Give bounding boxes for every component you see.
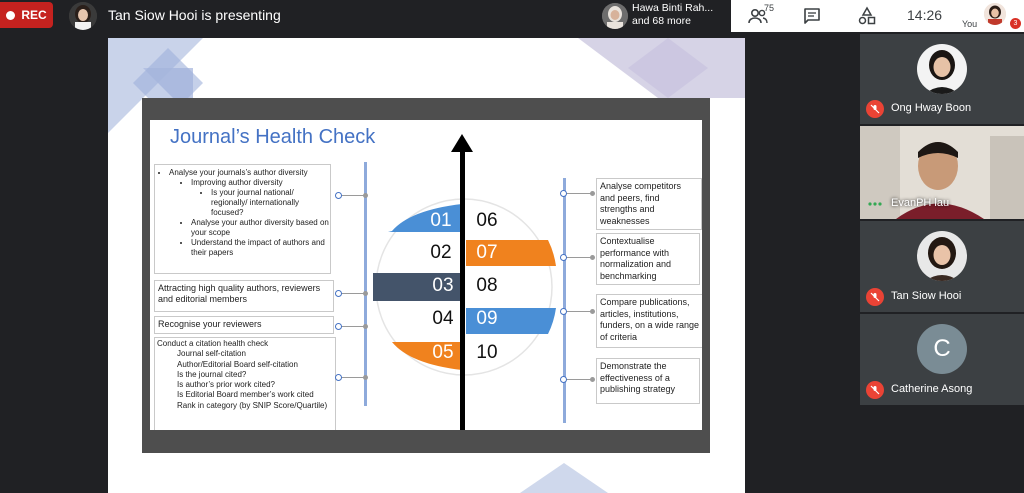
right-box-demonstrate: Demonstrate the effectiveness of a publi… <box>596 358 700 404</box>
rec-label: REC <box>21 8 47 22</box>
connector-dot <box>335 192 342 199</box>
participant-tile[interactable]: C Catherine Asong <box>860 314 1024 405</box>
participant-avatar <box>917 44 967 94</box>
participants-preview-text: Hawa Binti Rah... and 68 more <box>632 2 713 28</box>
you-label: You <box>962 19 978 29</box>
left-box-author-diversity: Analyse your journals’s author diversity… <box>154 164 331 274</box>
slide-content: Journal’s Health Check Analyse your jour… <box>150 120 702 430</box>
right-box-compare: Compare publications, articles, institut… <box>596 294 702 348</box>
presenter-avatar <box>69 2 97 30</box>
slide-title: Journal’s Health Check <box>170 126 376 148</box>
bullet-analyse-diversity: Analyse your journals’s author diversity <box>169 168 330 178</box>
participant-preview-avatar <box>602 3 628 29</box>
number-04: 04 <box>432 308 454 329</box>
self-avatar[interactable] <box>984 3 1006 25</box>
connector-end <box>590 191 595 196</box>
bullet-improving-diversity: Improving author diversity <box>191 178 330 188</box>
right-box-contextualise: Contextualise performance with normaliza… <box>596 233 700 285</box>
participant-video <box>860 126 1024 219</box>
mic-off-icon <box>866 100 884 118</box>
connector-dot <box>335 323 342 330</box>
connector <box>564 193 594 194</box>
participant-count: 75 <box>764 3 775 13</box>
bullet-analyse-scope: Analyse your author diversity based on y… <box>191 218 330 238</box>
connector-end <box>363 193 368 198</box>
center-timeline <box>460 150 465 430</box>
connector-dot <box>560 308 567 315</box>
number-08: 08 <box>476 275 498 296</box>
citation-line: Journal self-citation <box>177 349 246 359</box>
number-07: 07 <box>476 242 498 263</box>
participant-name: Ong Hway Boon <box>891 102 972 114</box>
participant-initial-avatar: C <box>917 324 967 374</box>
participant-sidebar: Ong Hway Boon EvanPH lau T <box>860 34 1024 493</box>
participant-preview-name: Hawa Binti Rah... <box>632 2 714 14</box>
participant-name: Catherine Asong <box>891 383 973 395</box>
connector-dot <box>560 254 567 261</box>
connector <box>338 326 366 327</box>
citation-line: Author/Editorial Board self-citation <box>177 359 298 369</box>
presenting-status: Tan Siow Hooi is presenting <box>108 7 281 23</box>
connector-dot <box>335 290 342 297</box>
participant-preview-more: and 68 more <box>632 15 691 27</box>
connector <box>338 377 366 378</box>
bullet-understand-impact: Understand the impact of authors and the… <box>191 238 330 258</box>
left-timeline-line <box>364 162 367 406</box>
citation-line: Is the journal cited? <box>177 369 247 379</box>
connector <box>564 311 594 312</box>
connector-dot <box>560 190 567 197</box>
citation-line: Is Editorial Board member’s work cited <box>177 390 314 400</box>
participant-name: EvanPH lau <box>891 197 950 209</box>
mic-off-icon <box>866 381 884 399</box>
participant-name: Tan Siow Hooi <box>891 290 962 302</box>
bullet-journal-focus: Is your journal national/ regionally/ in… <box>211 188 330 218</box>
connector-dot <box>335 374 342 381</box>
citation-line: Is author’s prior work cited? <box>177 380 275 390</box>
participant-tile[interactable]: EvanPH lau <box>860 126 1024 219</box>
participant-avatar <box>917 231 967 281</box>
citation-check-title: Conduct a citation health check <box>157 339 269 348</box>
left-box-citation-check: Conduct a citation health check Journal … <box>154 337 336 430</box>
connector-end <box>363 324 368 329</box>
mic-off-icon <box>866 288 884 306</box>
people-icon[interactable] <box>747 6 769 26</box>
connector <box>338 293 366 294</box>
record-dot-icon <box>6 10 16 20</box>
participant-tile[interactable]: Tan Siow Hooi <box>860 221 1024 312</box>
participants-preview[interactable]: Hawa Binti Rah... and 68 more <box>594 0 722 32</box>
connector-dot <box>560 376 567 383</box>
number-10: 10 <box>476 342 498 363</box>
connector <box>564 379 594 380</box>
citation-line: Rank in category (by SNIP Score/Quartile… <box>177 400 328 410</box>
connector <box>338 195 366 196</box>
connector-end <box>590 377 595 382</box>
number-09: 09 <box>476 308 498 329</box>
right-timeline-line <box>563 178 566 423</box>
meeting-toolbar: 75 14:26 You 3 <box>731 0 1024 32</box>
connector <box>564 257 594 258</box>
right-box-competitors: Analyse competitors and peers, find stre… <box>596 178 702 230</box>
up-arrow-icon <box>451 134 473 152</box>
activities-icon[interactable] <box>856 6 878 26</box>
number-06: 06 <box>476 210 498 231</box>
meeting-clock: 14:26 <box>907 7 943 23</box>
notification-badge: 3 <box>1010 18 1021 29</box>
connector-end <box>363 375 368 380</box>
number-02: 02 <box>430 242 452 263</box>
chat-icon[interactable] <box>801 6 823 26</box>
number-05: 05 <box>432 342 454 363</box>
connector-end <box>590 255 595 260</box>
top-bar: REC Tan Siow Hooi is presenting Hawa Bin… <box>0 0 1024 32</box>
number-03: 03 <box>432 275 454 296</box>
connector-end <box>590 309 595 314</box>
left-box-attracting: Attracting high quality authors, reviewe… <box>154 280 334 312</box>
number-01: 01 <box>430 210 452 231</box>
recording-indicator: REC <box>0 2 53 28</box>
connector-end <box>363 291 368 296</box>
participant-tile[interactable]: Ong Hway Boon <box>860 34 1024 124</box>
left-box-reviewers: Recognise your reviewers <box>154 316 334 334</box>
shared-slide: Journal’s Health Check Analyse your jour… <box>142 98 710 453</box>
speaking-indicator-icon <box>866 195 884 213</box>
